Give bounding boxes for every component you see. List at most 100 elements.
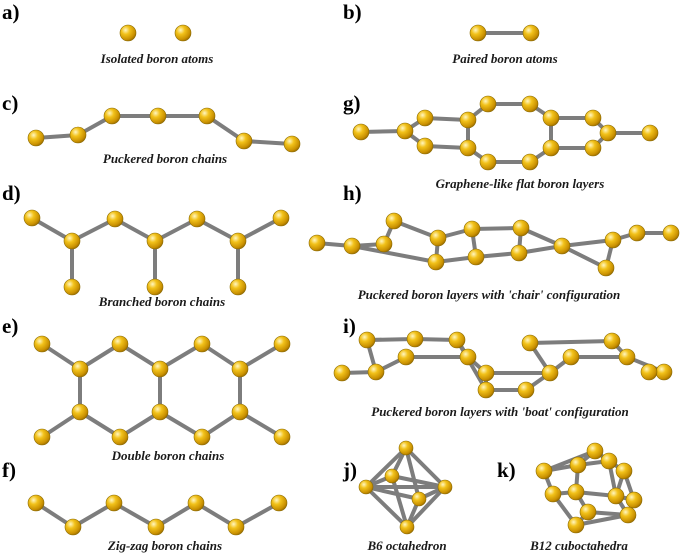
- boron-atom: [229, 278, 247, 296]
- panel-label-a: a): [2, 0, 20, 24]
- caption-g: Graphene-like flat boron layers: [436, 176, 605, 191]
- boron-atom: [479, 153, 497, 171]
- boron-atom: [641, 124, 659, 142]
- boron-atom: [427, 253, 445, 271]
- boron-atom: [625, 491, 643, 509]
- boron-atom: [567, 516, 585, 534]
- boron-atom: [283, 135, 301, 153]
- bond: [404, 446, 421, 501]
- boron-atom: [521, 334, 539, 352]
- boron-atom: [398, 440, 414, 456]
- boron-atom: [23, 209, 41, 227]
- boron-atom: [584, 109, 602, 127]
- boron-atom: [459, 348, 477, 366]
- boron-atom: [479, 95, 497, 113]
- boron-atom: [607, 487, 625, 505]
- boron-atom: [469, 24, 487, 42]
- caption-f: Zig-zag boron chains: [107, 538, 222, 553]
- boron-atom: [63, 232, 81, 250]
- boron-atom: [640, 363, 658, 381]
- boron-atom: [584, 139, 602, 157]
- boron-atom: [459, 139, 477, 157]
- boron-atom: [106, 210, 124, 228]
- boron-atom: [521, 95, 539, 113]
- panel-label-d: d): [2, 181, 21, 205]
- boron-atom: [358, 479, 374, 495]
- boron-atom: [522, 24, 540, 42]
- boron-atom: [105, 494, 123, 512]
- boron-atom: [467, 248, 485, 266]
- boron-atom: [544, 485, 562, 503]
- boron-atom: [512, 219, 530, 237]
- boron-atom: [270, 494, 288, 512]
- boron-atom: [411, 491, 427, 507]
- caption-k: B12 cuboctahedra: [529, 538, 628, 553]
- boron-atom: [231, 403, 249, 421]
- panel-label-b: b): [343, 0, 362, 24]
- bond: [528, 339, 614, 345]
- molecule-e: [33, 335, 291, 446]
- boron-atom: [198, 107, 216, 125]
- boron-atom: [231, 360, 249, 378]
- boron-atom: [662, 224, 680, 242]
- boron-atom: [448, 331, 466, 349]
- boron-atom: [358, 331, 376, 349]
- bond: [560, 238, 615, 248]
- boron-atom: [188, 210, 206, 228]
- molecule-drawings: [23, 24, 680, 536]
- bond: [364, 485, 409, 529]
- boron-atom: [416, 109, 434, 127]
- boron-atom: [308, 234, 326, 252]
- boron-atom: [597, 259, 615, 277]
- boron-atom: [151, 360, 169, 378]
- molecule-i: [333, 330, 673, 399]
- boron-atom: [542, 109, 560, 127]
- boron-atom: [146, 232, 164, 250]
- bond: [455, 338, 488, 392]
- boron-atom: [542, 139, 560, 157]
- bond: [404, 446, 447, 489]
- boron-atom: [352, 123, 370, 141]
- boron-atom: [384, 468, 400, 484]
- boron-atom: [174, 24, 192, 42]
- boron-atom: [628, 224, 646, 242]
- caption-e: Double boron chains: [111, 448, 225, 463]
- boron-atom: [579, 503, 597, 521]
- molecule-f: [27, 494, 288, 536]
- boron-atom: [517, 381, 535, 399]
- molecule-k: [535, 442, 643, 534]
- bond: [390, 474, 409, 529]
- boron-atom: [535, 462, 553, 480]
- boron-atom: [619, 506, 637, 524]
- panel-label-h: h): [343, 181, 362, 205]
- molecule-a: [119, 24, 192, 42]
- molecule-j: [358, 440, 453, 535]
- boron-atom: [149, 107, 167, 125]
- boron-atom: [463, 220, 481, 238]
- boron-atom: [119, 24, 137, 42]
- panel-label-g: g): [343, 91, 361, 115]
- boron-atom: [103, 107, 121, 125]
- boron-atom: [147, 518, 165, 536]
- boron-atom: [437, 479, 453, 495]
- boron-atom: [111, 335, 129, 353]
- boron-atom: [273, 428, 291, 446]
- bond: [364, 446, 408, 489]
- boron-atom: [227, 518, 245, 536]
- caption-i: Puckered boron layers with 'boat' config…: [371, 404, 629, 419]
- boron-atom: [71, 360, 89, 378]
- boron-atom: [541, 364, 559, 382]
- boron-atom: [406, 330, 424, 348]
- boron-atom: [187, 494, 205, 512]
- boron-atom: [343, 237, 361, 255]
- boron-atom: [655, 363, 673, 381]
- boron-atom: [396, 122, 414, 140]
- boron-atom: [586, 442, 604, 460]
- boron-atom: [367, 363, 385, 381]
- boron-atom: [459, 111, 477, 129]
- molecule-h: [308, 212, 680, 277]
- boron-atom: [604, 231, 622, 249]
- boron-atom: [273, 335, 291, 353]
- caption-c: Puckered boron chains: [103, 151, 227, 166]
- boron-atom: [567, 483, 585, 501]
